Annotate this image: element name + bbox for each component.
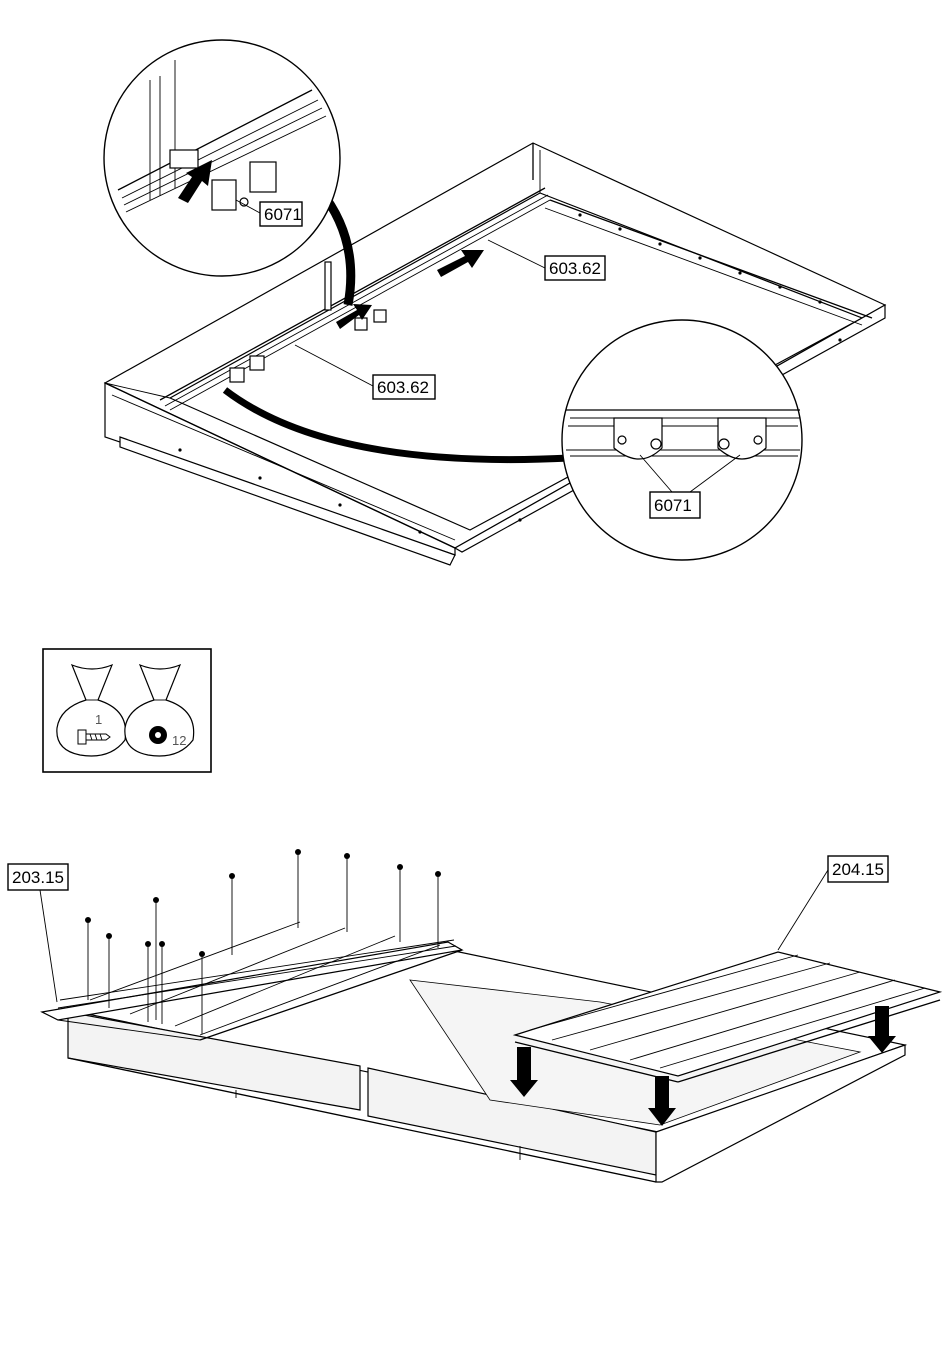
callout-204-15: 204.15 — [828, 856, 888, 882]
svg-text:204.15: 204.15 — [832, 860, 884, 879]
detail-circle-right — [562, 320, 802, 560]
callout-603-62-left: 603.62 — [373, 375, 435, 399]
hardware-bags-panel: 1 12 — [43, 649, 211, 772]
callout-603-62-right: 603.62 — [545, 256, 605, 280]
callout-6071-top: 6071 — [260, 202, 302, 226]
svg-text:6071: 6071 — [654, 496, 692, 515]
callout-203-15: 203.15 — [8, 864, 68, 890]
washer-icon — [149, 726, 167, 744]
detail-circle-top — [104, 40, 340, 276]
roof-assembly — [40, 849, 940, 1182]
svg-text:1: 1 — [95, 712, 102, 727]
svg-text:603.62: 603.62 — [549, 259, 601, 278]
svg-text:6071: 6071 — [264, 205, 302, 224]
svg-text:12: 12 — [172, 733, 186, 748]
svg-text:203.15: 203.15 — [12, 868, 64, 887]
callout-6071-right: 6071 — [650, 492, 700, 518]
svg-text:603.62: 603.62 — [377, 378, 429, 397]
